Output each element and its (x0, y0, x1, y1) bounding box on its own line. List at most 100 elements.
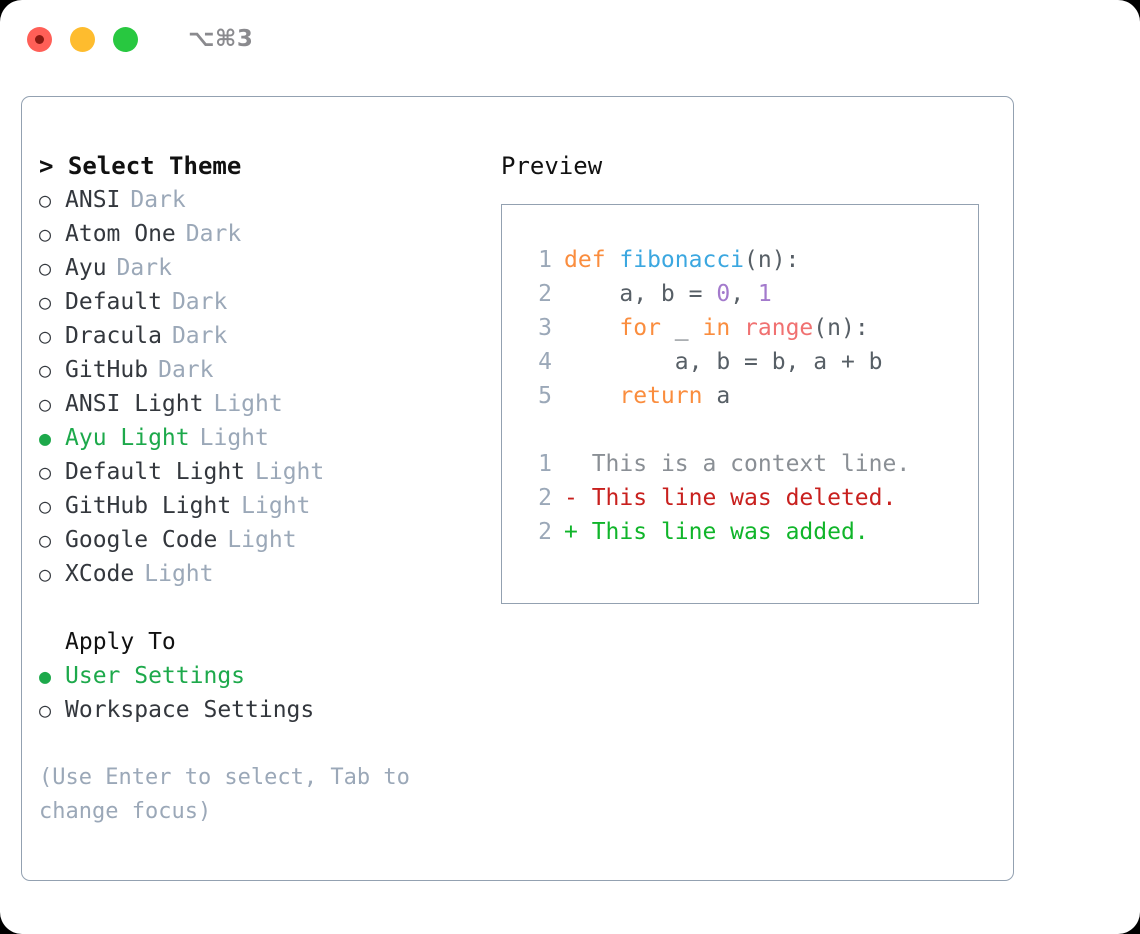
code-line: 2 a, b = 0, 1 (518, 277, 978, 311)
radio-unselected-icon: ○ (39, 358, 52, 382)
token-plain: , (730, 281, 758, 307)
token-kw: for (619, 315, 661, 341)
token-plain: a, b = (564, 281, 717, 307)
theme-option-dracula[interactable]: ○ Dracula Dark (39, 319, 488, 353)
token-kw: return (619, 383, 703, 409)
recording-dot-icon (35, 34, 44, 44)
close-button[interactable] (27, 26, 52, 52)
theme-option-ayu-light[interactable]: ● Ayu Light Light (39, 421, 488, 455)
token-plain (730, 315, 744, 341)
radio-unselected-icon: ○ (39, 494, 52, 518)
apply-to-option-user-settings[interactable]: ●User Settings (39, 659, 488, 693)
token-kw: def (564, 247, 620, 273)
theme-option-tag: Light (144, 561, 214, 587)
diff-text: This is a context line. (591, 451, 911, 477)
token-plain: a, b = b, a + b (564, 349, 883, 375)
apply-to-option-workspace-settings[interactable]: ○Workspace Settings (39, 693, 488, 727)
diff-text: This line was deleted. (591, 485, 897, 511)
theme-option-label: GitHub Light (65, 493, 232, 519)
token-kw: in (702, 315, 731, 341)
code-line: 5 return a (518, 379, 978, 413)
line-number: 2 (538, 281, 552, 307)
theme-option-github[interactable]: ○ GitHub Dark (39, 353, 488, 387)
token-plain (564, 315, 619, 341)
theme-option-tag: Light (213, 391, 283, 417)
theme-option-label: Ayu Light (65, 425, 190, 451)
preview-label: Preview (501, 152, 603, 180)
theme-option-label: XCode (65, 561, 135, 587)
radio-unselected-icon: ○ (39, 290, 52, 314)
theme-option-label: GitHub (65, 357, 149, 383)
theme-option-github-light[interactable]: ○ GitHub Light Light (39, 489, 488, 523)
line-number: 5 (538, 383, 552, 409)
radio-unselected-icon: ○ (39, 698, 52, 722)
token-plain (564, 383, 619, 409)
apply-to-list: ●User Settings○Workspace Settings (39, 659, 488, 727)
diff-line-del: 2- This line was deleted. (518, 481, 978, 515)
code-content: a, b = 0, 1 (564, 277, 772, 311)
theme-option-tag: Dark (158, 357, 214, 383)
diff-sample: 1 This is a context line.2- This line wa… (518, 447, 978, 549)
theme-option-tag: Light (241, 493, 311, 519)
theme-option-label: Ayu (65, 255, 107, 281)
theme-option-label: Default (65, 289, 162, 315)
token-num: 0 (716, 281, 731, 307)
theme-option-tag: Dark (130, 187, 186, 213)
theme-option-atom-one[interactable]: ○ Atom One Dark (39, 217, 488, 251)
theme-option-tag: Light (199, 425, 269, 451)
token-fn: fibonacci (619, 247, 745, 273)
diff-text: This line was added. (591, 519, 869, 545)
line-number: 1 (538, 247, 552, 273)
token-num: 1 (757, 281, 772, 307)
diff-marker: + (564, 519, 592, 545)
code-line: 4 a, b = b, a + b (518, 345, 978, 379)
theme-option-tag: Dark (185, 221, 242, 247)
theme-option-tag: Light (227, 527, 297, 553)
diff-line-ctx: 1 This is a context line. (518, 447, 978, 481)
code-content: def fibonacci(n): (564, 243, 799, 277)
title-bar: ⌥⌘3 (0, 0, 1140, 78)
keyboard-shortcut-label: ⌥⌘3 (188, 26, 254, 52)
radio-unselected-icon: ○ (39, 324, 52, 348)
minimize-button[interactable] (70, 26, 95, 52)
apply-to-option-label: User Settings (65, 663, 246, 689)
zoom-button[interactable] (113, 26, 138, 52)
token-plain: (n): (813, 315, 869, 341)
theme-option-label: ANSI (65, 187, 121, 213)
theme-option-label: Atom One (65, 221, 176, 247)
theme-option-tag: Dark (171, 323, 228, 349)
radio-unselected-icon: ○ (39, 256, 52, 280)
line-number: 3 (538, 315, 552, 341)
code-line: 3 for _ in range(n): (518, 311, 978, 345)
select-theme-header: > Select Theme (39, 152, 242, 180)
theme-option-label: ANSI Light (65, 391, 204, 417)
theme-option-default[interactable]: ○ Default Dark (39, 285, 488, 319)
line-number: 2 (538, 519, 552, 545)
traffic-lights (27, 26, 138, 52)
theme-option-tag: Dark (171, 289, 228, 315)
radio-selected-icon: ● (39, 426, 52, 450)
line-number: 2 (538, 485, 552, 511)
line-number: 1 (538, 451, 552, 477)
code-line: 1 def fibonacci(n): (518, 243, 978, 277)
token-builtin: range (744, 315, 814, 341)
keyboard-hint-text: (Use Enter to select, Tab to change focu… (39, 765, 424, 824)
theme-option-label: Default Light (65, 459, 246, 485)
code-content: a, b = b, a + b (564, 345, 883, 379)
theme-option-label: Dracula (65, 323, 162, 349)
code-spacer (518, 413, 978, 447)
token-plain: (n): (744, 247, 800, 273)
radio-unselected-icon: ○ (39, 222, 52, 246)
